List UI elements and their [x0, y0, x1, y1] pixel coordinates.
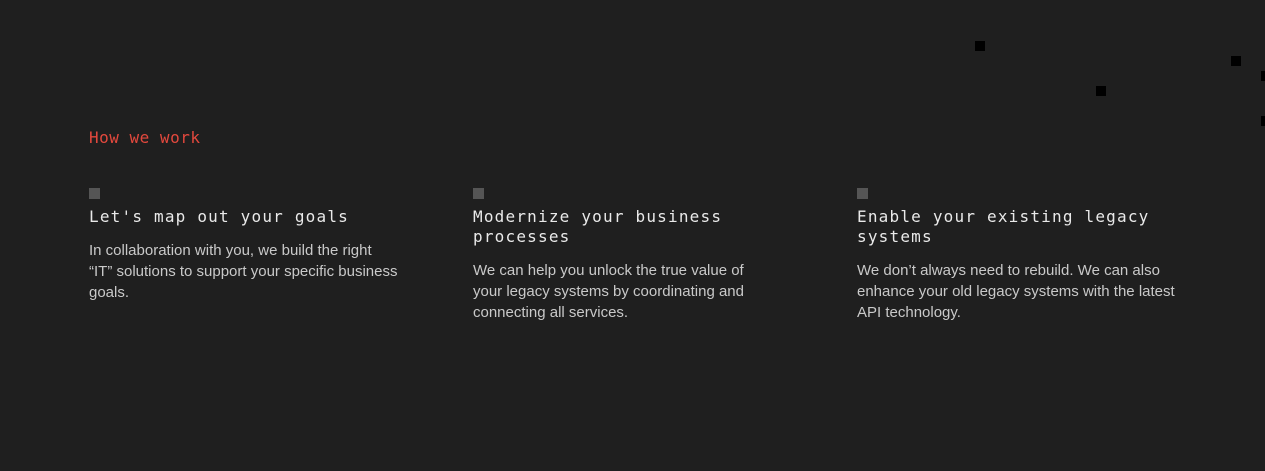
- decorative-square: [1096, 86, 1106, 96]
- decorative-square: [1261, 71, 1265, 81]
- square-bullet-icon: [857, 188, 868, 199]
- card-title: Modernize your business processes: [473, 207, 723, 246]
- square-bullet-icon: [89, 188, 100, 199]
- decorative-square: [1261, 116, 1265, 126]
- card-description: We don’t always need to rebuild. We can …: [857, 262, 1175, 321]
- card-map-goals: Let's map out your goals In collaboratio…: [89, 188, 419, 303]
- card-modernize-processes: Modernize your business processes We can…: [473, 188, 803, 323]
- section-title: How we work: [89, 128, 201, 147]
- card-enable-legacy: Enable your existing legacy systems We d…: [857, 188, 1187, 323]
- card-title: Enable your existing legacy systems: [857, 207, 1150, 246]
- square-bullet-icon: [473, 188, 484, 199]
- decorative-square: [1231, 56, 1241, 66]
- decorative-square: [975, 41, 985, 51]
- card-description: We can help you unlock the true value of…: [473, 262, 744, 321]
- card-title: Let's map out your goals: [89, 207, 349, 226]
- card-description: In collaboration with you, we build the …: [89, 242, 398, 301]
